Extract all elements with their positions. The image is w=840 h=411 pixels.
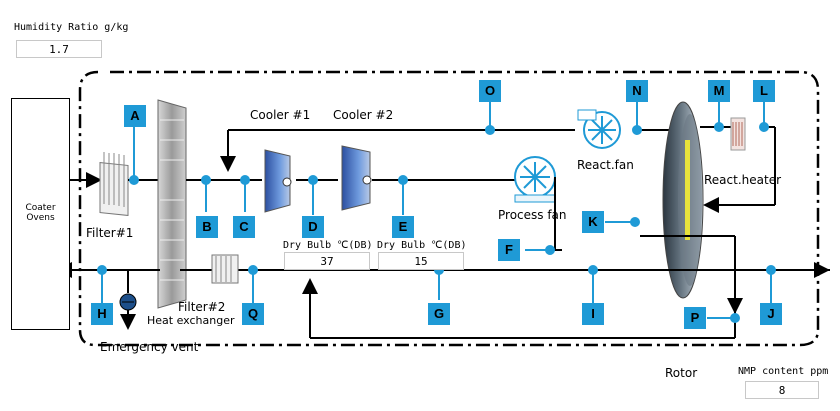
rotor-icon xyxy=(662,101,704,299)
humidity-ratio-label: Humidity Ratio g/kg xyxy=(14,22,129,33)
point-a-badge[interactable]: A xyxy=(124,105,146,127)
point-e-badge[interactable]: E xyxy=(392,216,414,238)
react-heater-icon xyxy=(730,117,746,151)
dry-bulb-2-label: Dry Bulb ℃(DB) xyxy=(377,240,467,251)
process-fan-label: Process fan xyxy=(498,208,567,222)
point-f-badge[interactable]: F xyxy=(498,239,520,261)
heat-exchanger-icon xyxy=(157,99,187,309)
point-b-badge[interactable]: B xyxy=(196,216,218,238)
filter-1-label: Filter#1 xyxy=(86,226,134,240)
point-g-badge[interactable]: G xyxy=(428,303,450,325)
emergency-vent-icon xyxy=(119,293,137,311)
enclosure-boundary xyxy=(78,70,820,347)
react-fan-label: React.fan xyxy=(577,158,634,172)
emergency-vent-label: Emergency vent xyxy=(100,340,199,354)
filter-1-icon xyxy=(99,152,129,217)
cooler-2-label: Cooler #2 xyxy=(333,108,394,122)
point-d-badge[interactable]: D xyxy=(302,216,324,238)
cooler-1-label: Cooler #1 xyxy=(250,108,311,122)
humidity-ratio-value: 1.7 xyxy=(16,40,102,58)
dry-bulb-2-value: 15 xyxy=(378,252,464,270)
heat-exchanger-label: Heat exchanger xyxy=(147,314,235,327)
cooler-1-icon xyxy=(264,149,292,213)
process-fan-icon xyxy=(514,156,556,203)
nmp-content-label: NMP content ppm xyxy=(738,366,829,377)
point-j-badge[interactable]: J xyxy=(760,303,782,325)
point-q-badge[interactable]: Q xyxy=(242,303,264,325)
point-m-badge[interactable]: M xyxy=(708,80,730,102)
dry-bulb-1-label: Dry Bulb ℃(DB) xyxy=(283,240,373,251)
filter-2-label: Filter#2 xyxy=(178,300,226,314)
react-heater-label: React.heater xyxy=(704,173,782,187)
point-k-badge[interactable]: K xyxy=(582,211,604,233)
point-i-badge[interactable]: I xyxy=(582,303,604,325)
point-c-badge[interactable]: C xyxy=(233,216,255,238)
coater-ovens-box: Coater Ovens xyxy=(11,98,70,330)
rotor-label: Rotor xyxy=(665,366,698,380)
point-h-badge[interactable]: H xyxy=(91,303,113,325)
filter-2-icon xyxy=(211,254,239,284)
coater-ovens-label: Coater Ovens xyxy=(25,203,56,223)
react-fan-icon xyxy=(577,109,621,149)
dry-bulb-1-value: 37 xyxy=(284,252,370,270)
point-p-badge[interactable]: P xyxy=(684,307,706,329)
point-l-badge[interactable]: L xyxy=(753,80,775,102)
cooler-2-icon xyxy=(341,145,372,211)
nmp-content-value: 8 xyxy=(745,381,819,399)
point-o-badge[interactable]: O xyxy=(479,80,501,102)
point-n-badge[interactable]: N xyxy=(626,80,648,102)
